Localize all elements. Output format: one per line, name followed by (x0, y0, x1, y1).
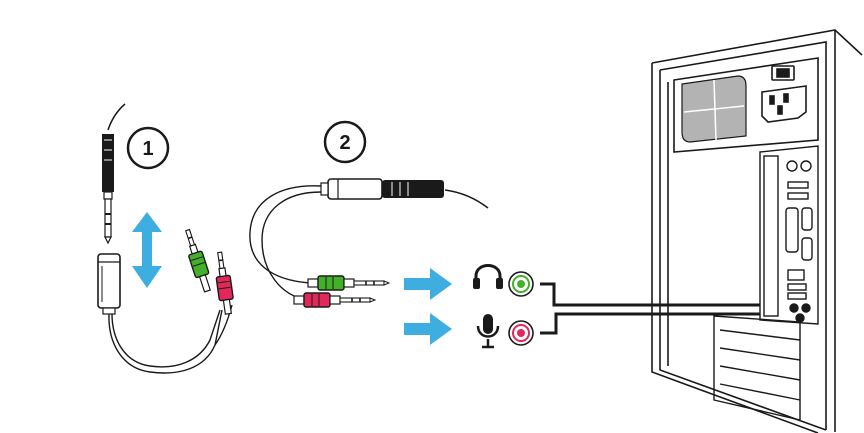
microphone-icon (476, 314, 500, 349)
psu-vent (681, 75, 747, 143)
green-plug-2 (307, 275, 391, 291)
pink-plug-2 (293, 292, 377, 308)
splitter-socket (97, 253, 121, 315)
computer-tower (651, 29, 863, 433)
arrow-to-headphone-port (404, 268, 452, 300)
expansion-slots (713, 315, 801, 421)
io-panel (759, 145, 819, 325)
step-1-badge: 1 (126, 126, 170, 170)
power-socket (761, 65, 807, 123)
port-leader-lines (540, 282, 795, 335)
step-2-number: 2 (339, 132, 350, 154)
green-plug-1 (185, 228, 212, 293)
arrow-to-microphone-port (404, 313, 452, 345)
step-2-badge: 2 (323, 120, 367, 164)
headphones-icon (473, 264, 503, 289)
headphone-port[interactable] (508, 271, 534, 297)
insert-double-arrow (132, 212, 162, 288)
microphone-port[interactable] (508, 320, 534, 346)
headset-plug (102, 134, 114, 245)
connected-plug-assembly (320, 178, 489, 209)
step-1-number: 1 (142, 138, 153, 160)
pink-plug-1 (215, 251, 234, 315)
